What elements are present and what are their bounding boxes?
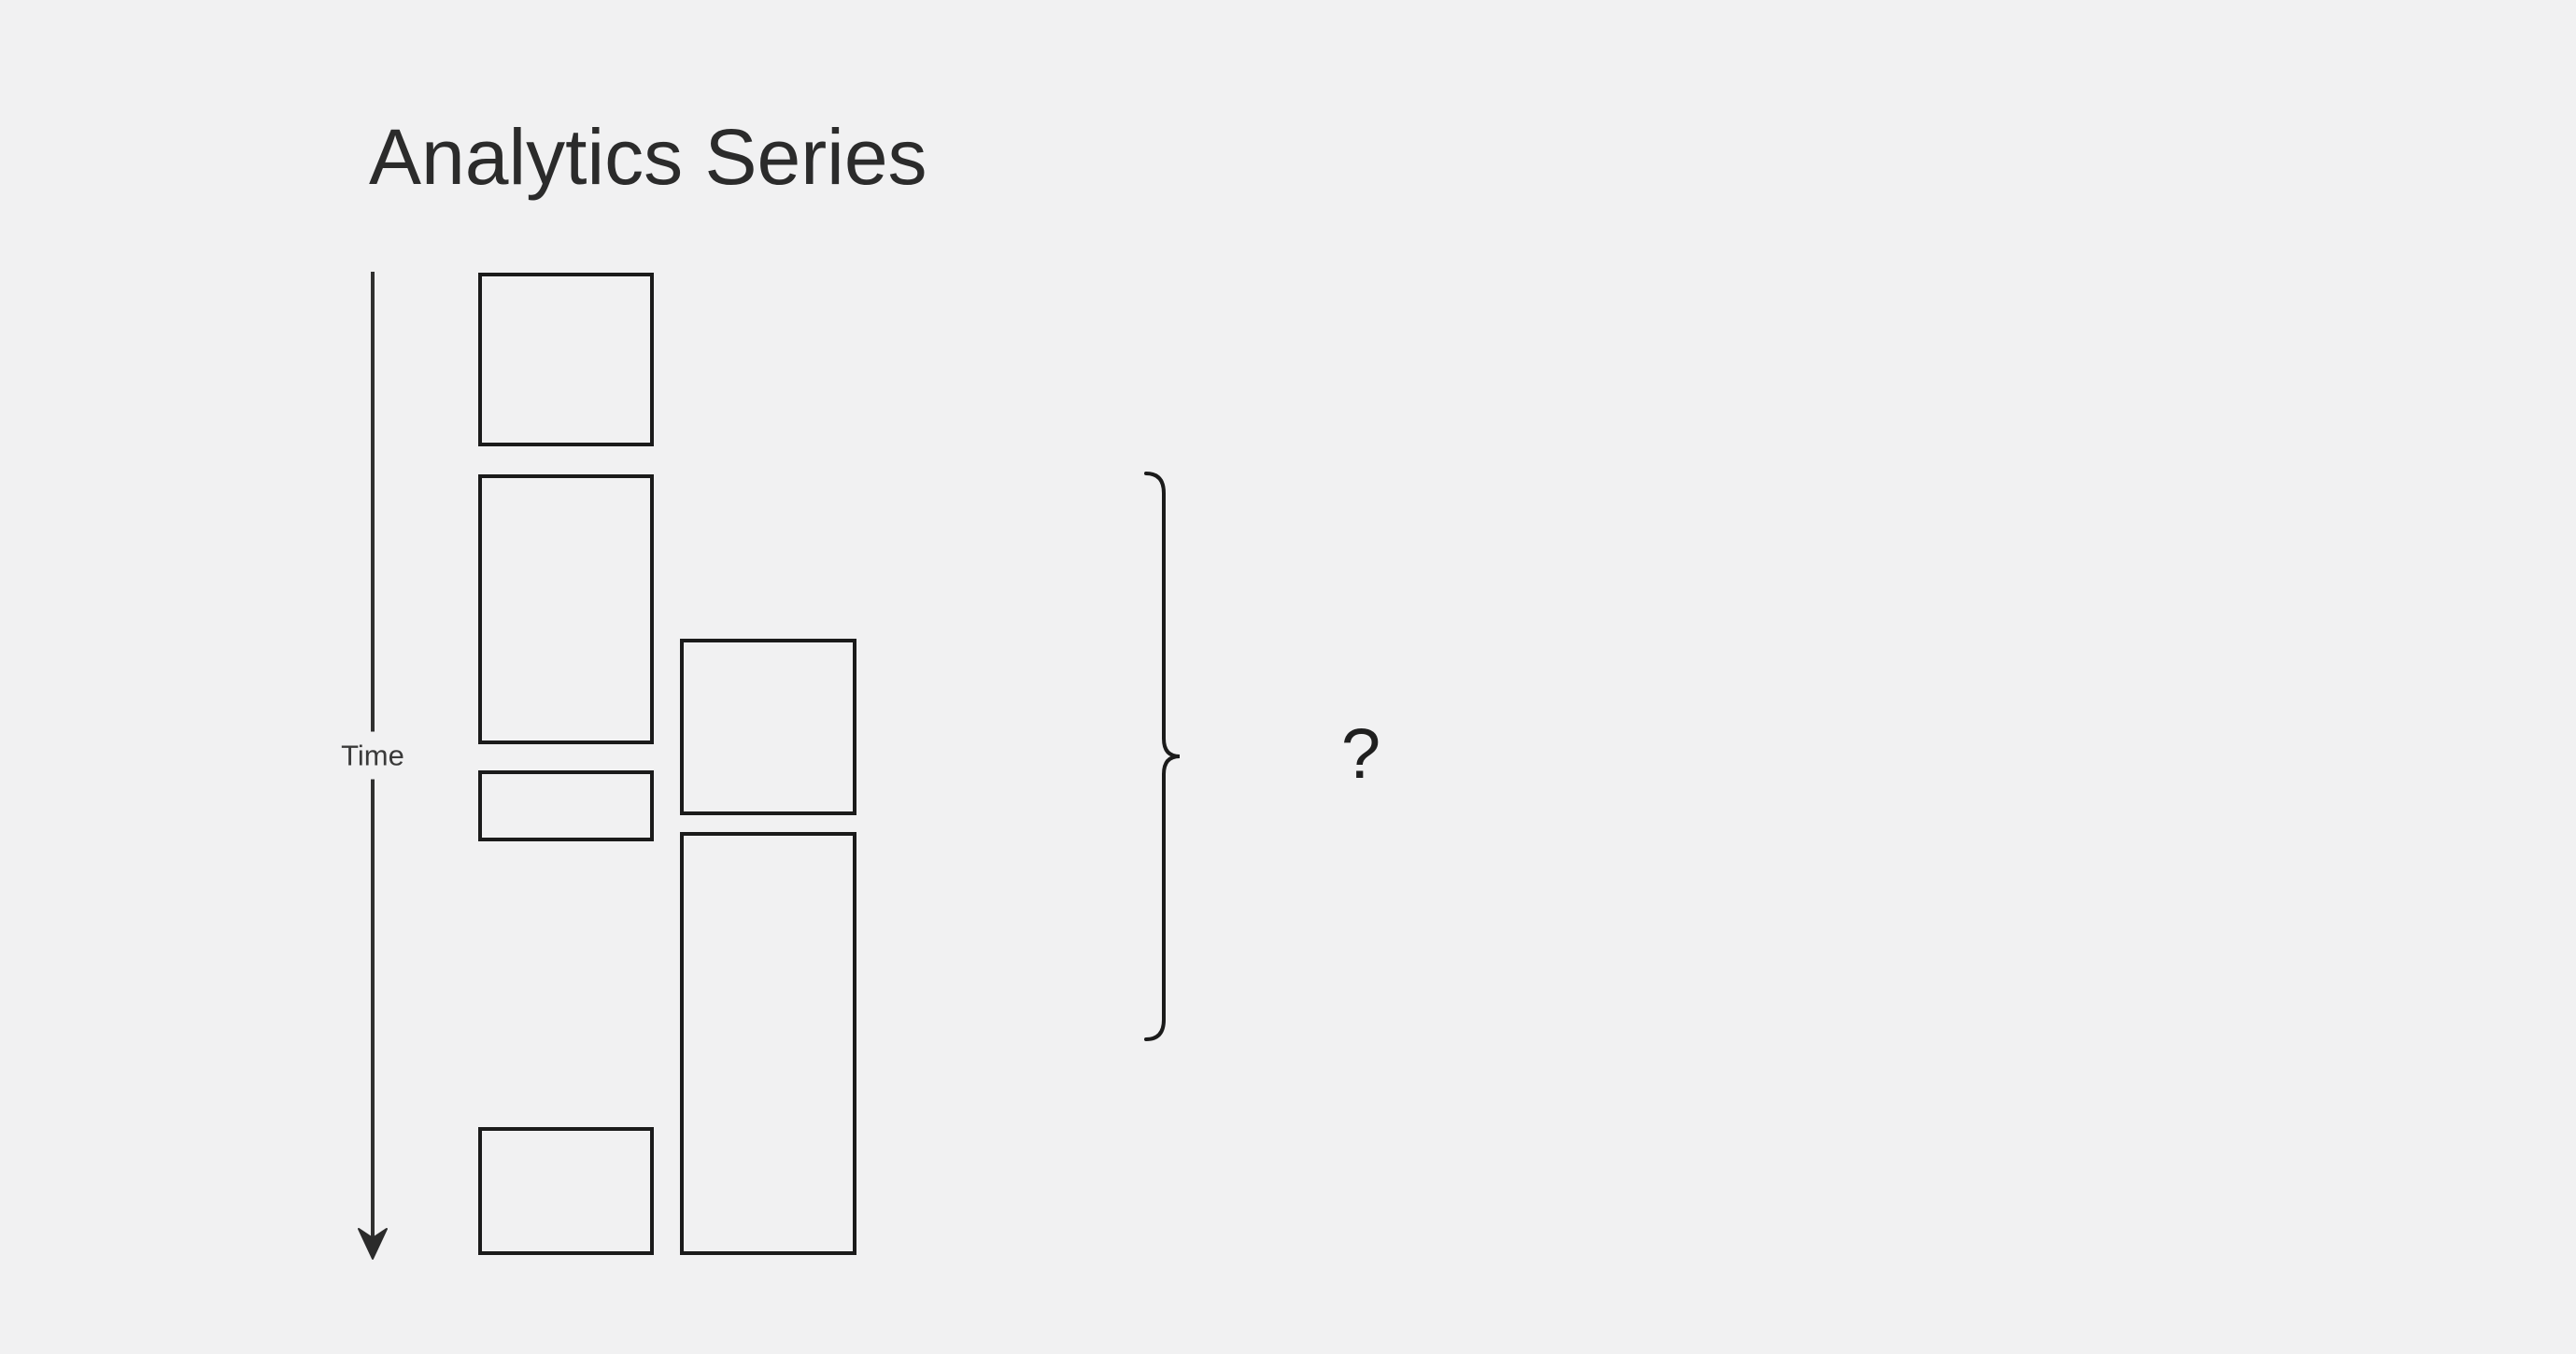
curly-brace-icon	[1144, 472, 1181, 1041]
time-axis-label: Time	[337, 731, 408, 780]
question-mark-label: ?	[1340, 713, 1381, 794]
page-title: Analytics Series	[369, 113, 927, 201]
timeline-block-a1	[478, 273, 654, 446]
arrow-down-icon	[358, 1228, 388, 1260]
timeline-block-a3	[478, 770, 654, 841]
timeline-block-b1	[680, 639, 856, 815]
timeline-block-a4	[478, 1127, 654, 1255]
timeline-block-a2	[478, 474, 654, 744]
timeline-block-b2	[680, 832, 856, 1255]
